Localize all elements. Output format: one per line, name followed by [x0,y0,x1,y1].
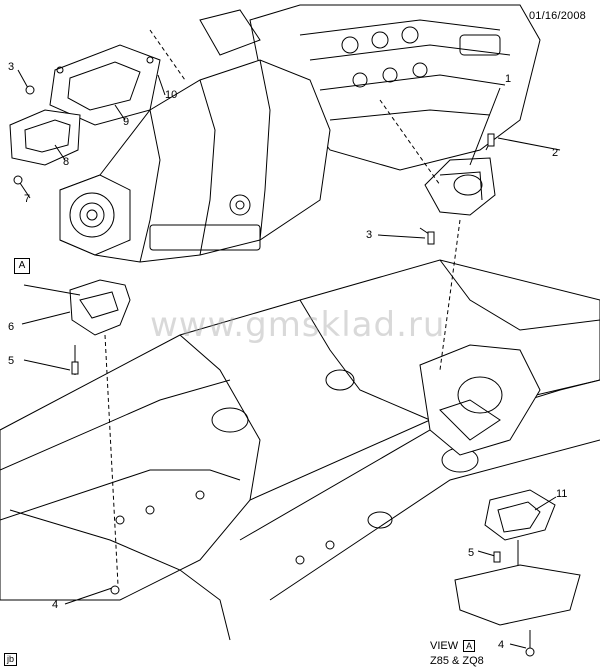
heat-shield-upper [49,44,161,126]
fasteners [13,85,535,657]
callout-8: 8 [63,156,69,168]
transmission [59,59,331,263]
frame-mount-right [419,344,541,456]
view-a-marker: A [14,258,30,274]
heat-shield-lower [9,109,81,166]
callout-4-right: 4 [498,639,504,651]
callout-9: 9 [123,116,129,128]
callout-1: 1 [505,73,511,85]
callout-4-left: 4 [52,599,58,611]
callout-6: 6 [8,321,14,333]
view-a-detail [454,489,581,652]
leader-lines [17,69,561,649]
alignment-lines [104,29,461,586]
callout-11: 11 [556,488,567,500]
callout-3-upper: 3 [8,61,14,73]
view-label: VIEW A [430,640,476,652]
view-label-text: VIEW [430,640,459,652]
callout-5-right: 5 [468,547,474,559]
callout-5-left: 5 [8,355,14,367]
callout-3-lower: 3 [366,229,372,241]
view-options: Z85 & ZQ8 [430,655,484,667]
callout-7: 7 [24,193,30,205]
callout-2: 2 [552,147,558,159]
watermark-text: www.gmsklad.ru [150,305,446,345]
callout-labels: 3 1 2 3 6 5 4 5 11 4 7 8 9 10 [8,61,567,651]
corner-tag: jb [4,653,18,666]
transmission-mount [69,279,131,375]
view-letter-box: A [463,640,476,652]
callout-10: 10 [165,89,177,101]
